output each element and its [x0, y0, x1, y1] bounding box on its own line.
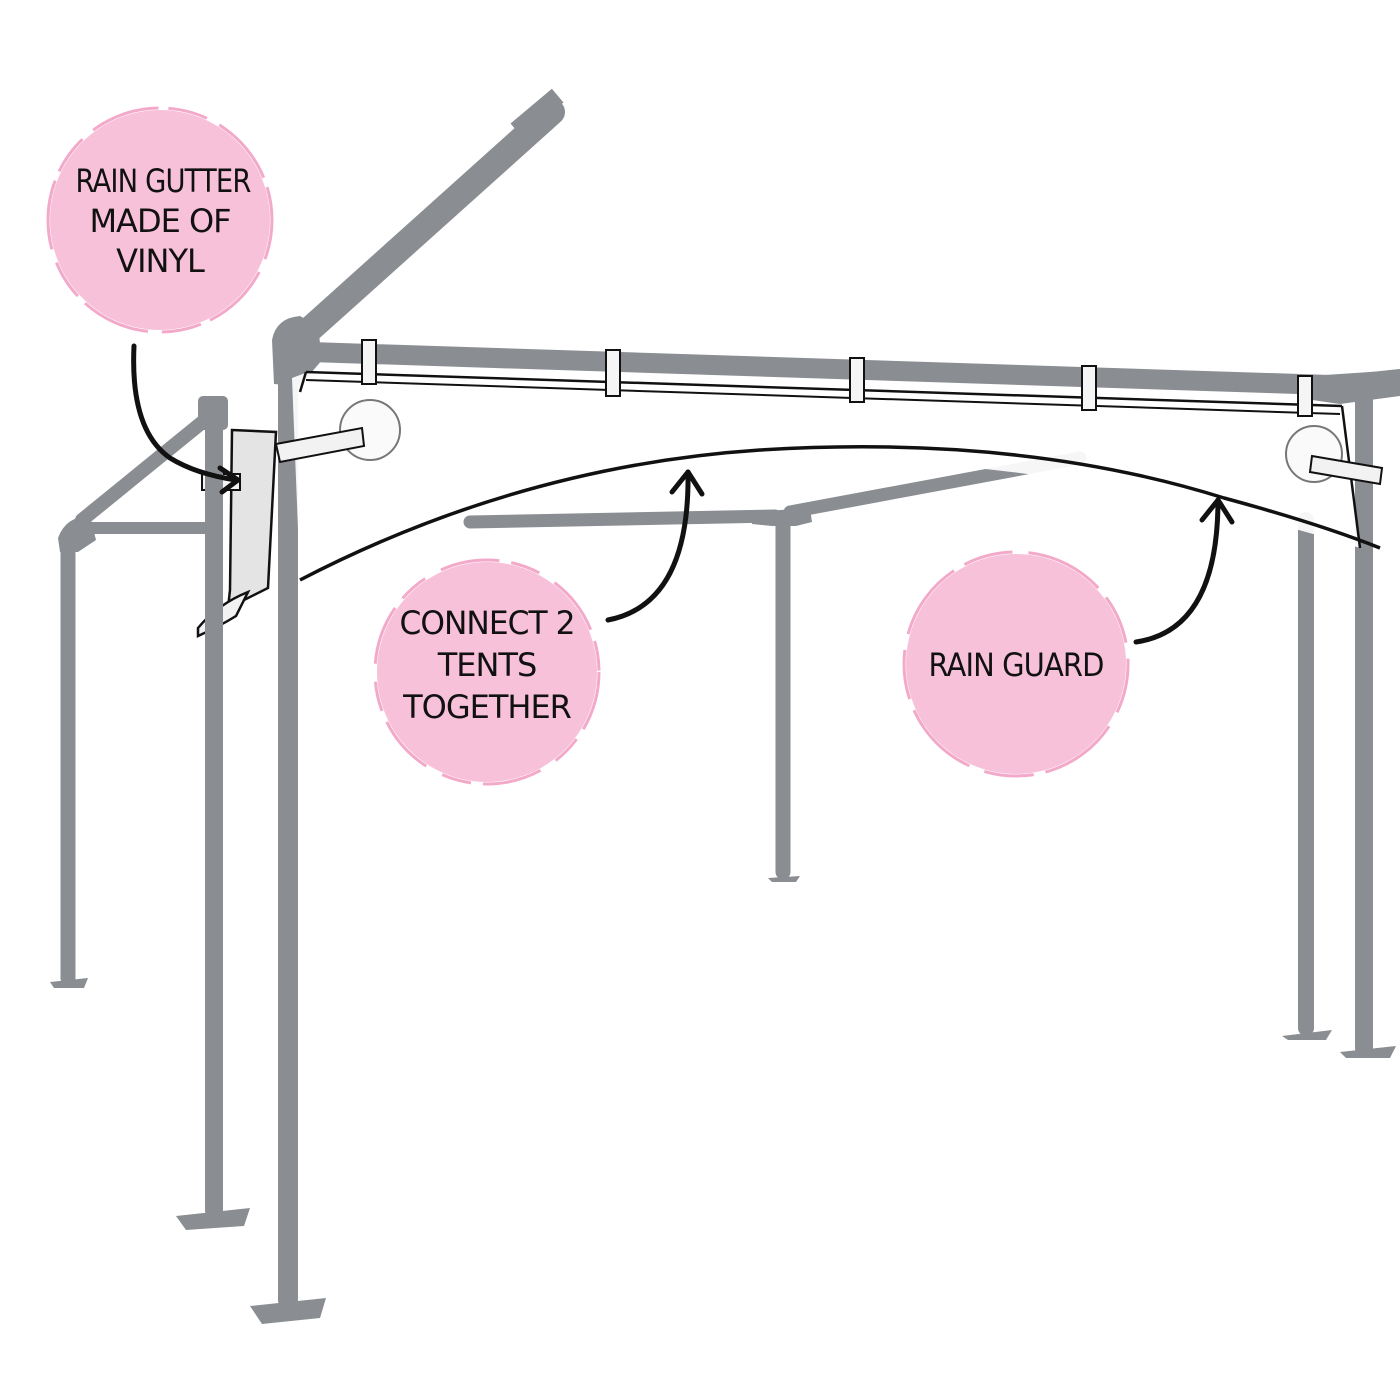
callout-bubble — [377, 562, 597, 782]
callout-text-line: RAIN GUTTER — [76, 162, 252, 200]
callout-rain-gutter: RAIN GUTTER MADE OF VINYL — [46, 106, 274, 334]
callout-text-line: TOGETHER — [402, 688, 572, 726]
callout-text-line: RAIN GUARD — [929, 646, 1104, 684]
connector-bar-right — [1308, 454, 1384, 486]
callout-text-line: VINYL — [116, 242, 205, 280]
callout-text-line: CONNECT 2 — [400, 604, 575, 642]
callout-text-line: MADE OF — [89, 202, 230, 240]
rain-guard-panel — [274, 339, 1384, 582]
arrow-connect — [605, 469, 705, 623]
callout-text-line: TENTS — [437, 646, 537, 684]
callout-bubble-edge — [902, 550, 1130, 778]
front-connectors — [250, 88, 1400, 1324]
strap — [361, 339, 377, 385]
connector-bar-left — [274, 426, 366, 464]
callout-bubble — [50, 110, 270, 330]
callout-bubble — [906, 554, 1126, 774]
callout-connect: CONNECT 2 TENTS TOGETHER — [373, 558, 601, 786]
tent-frame-front — [278, 99, 1340, 1310]
tent-frame-left — [176, 411, 250, 1230]
callout-arrows — [131, 343, 1235, 645]
callout-bubble-edge — [46, 106, 274, 334]
callout-rain-guard: RAIN GUARD — [902, 550, 1130, 778]
arrow-rain-gutter — [131, 343, 241, 495]
arrow-rain-guard — [1133, 497, 1235, 645]
callout-bubble-edge — [373, 558, 601, 786]
